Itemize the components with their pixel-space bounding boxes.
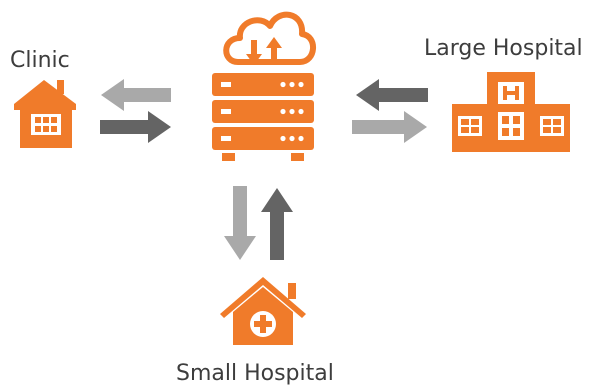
- server-to-large-hospital-arrow: [352, 111, 427, 143]
- server-rack-icon: [212, 73, 314, 161]
- large-hospital-to-server-arrow: [356, 79, 428, 111]
- large-hospital-label: Large Hospital: [424, 36, 583, 61]
- house-clinic-icon: [14, 80, 76, 148]
- house-plus-icon: [220, 277, 306, 345]
- small-hospital-label: Small Hospital: [176, 361, 334, 386]
- hospital-building-icon: [452, 72, 570, 152]
- server-to-clinic-arrow: [100, 111, 171, 143]
- cloud-sync-icon: [223, 11, 316, 65]
- clinic-to-server-arrow: [101, 79, 171, 111]
- server-to-small-hospital-arrow: [224, 186, 256, 260]
- clinic-label: Clinic: [10, 48, 70, 73]
- small-hospital-to-server-arrow: [261, 188, 293, 260]
